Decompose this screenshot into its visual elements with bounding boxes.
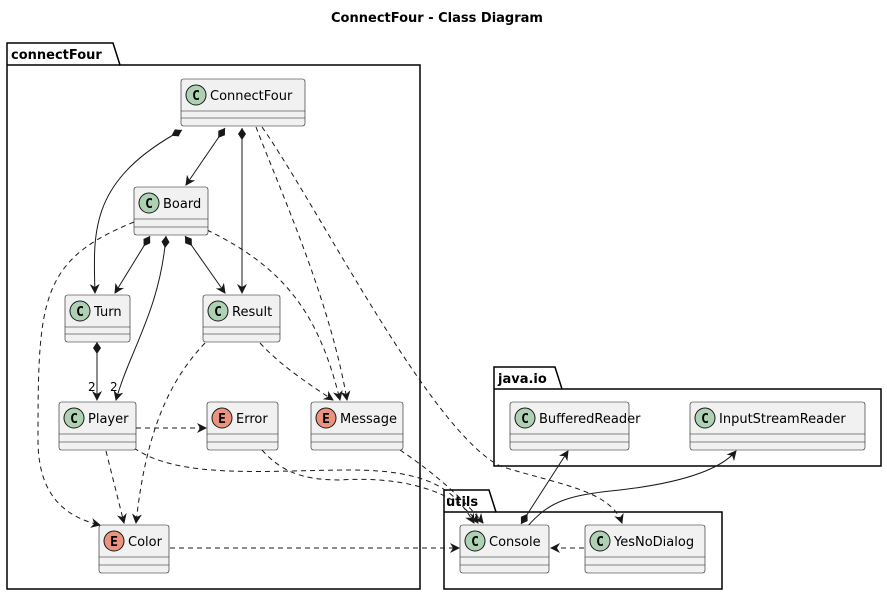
- class-board[interactable]: C Board: [133, 186, 209, 236]
- class-kind-player: C: [70, 412, 78, 427]
- class-name-turn: Turn: [93, 305, 122, 320]
- class-kind-message: E: [322, 412, 330, 427]
- class-circle-icon: [63, 407, 85, 429]
- class-name-result: Result: [232, 305, 272, 320]
- edges: [37, 126, 737, 553]
- edge-console-inputstreamreader: [526, 450, 737, 528]
- class-kind-result: C: [214, 305, 222, 320]
- edge-error-console: [261, 449, 479, 524]
- package-label-utils: utils: [446, 495, 478, 510]
- edge-board-player: [113, 235, 170, 401]
- edge-connectfour-message: [255, 126, 351, 401]
- class-inputstreamreader[interactable]: C InputStreamReader: [689, 401, 866, 451]
- multiplicity-board-player: 2: [110, 380, 118, 394]
- class-kind-board: C: [145, 197, 153, 212]
- class-name-connectfour: ConnectFour: [210, 89, 293, 104]
- class-circle-icon: [207, 300, 229, 322]
- class-circle-icon: [694, 407, 716, 429]
- class-name-console: Console: [489, 535, 541, 550]
- class-kind-color: E: [110, 535, 118, 550]
- class-kind-turn: C: [76, 305, 84, 320]
- class-circle-icon: [514, 407, 536, 429]
- edge-board-turn: [114, 235, 151, 294]
- class-bufferedreader[interactable]: C BufferedReader: [509, 401, 641, 451]
- class-name-color: Color: [128, 535, 163, 550]
- class-result[interactable]: C Result: [202, 294, 281, 343]
- class-name-bufferedreader: BufferedReader: [539, 412, 641, 427]
- enum-message[interactable]: E Message: [310, 401, 404, 451]
- class-circle-icon: [138, 192, 160, 214]
- class-yesnodialog[interactable]: C YesNoDialog: [584, 524, 706, 574]
- class-kind-bufferedreader: C: [521, 412, 529, 427]
- edge-result-message: [259, 342, 334, 401]
- class-kind-inputstreamreader: C: [701, 412, 709, 427]
- edge-connectfour-turn: [89, 129, 183, 294]
- enum-error[interactable]: E Error: [206, 401, 279, 451]
- diagram-title: ConnectFour - Class Diagram: [331, 11, 543, 26]
- class-circle-icon: [589, 530, 611, 552]
- class-turn[interactable]: C Turn: [64, 294, 131, 343]
- edge-connectfour-board: [185, 127, 226, 186]
- package-label-java-io: java.io: [497, 372, 547, 387]
- edge-player-console: [133, 447, 475, 524]
- package-label-connectfour: connectFour: [11, 48, 102, 63]
- class-kind-yesnodialog: C: [596, 535, 604, 550]
- class-circle-icon: [69, 300, 91, 322]
- class-name-message: Message: [340, 412, 397, 427]
- edge-player-color: [105, 450, 127, 524]
- class-name-player: Player: [88, 412, 129, 427]
- enum-circle-icon: [211, 407, 233, 429]
- enum-circle-icon: [103, 530, 125, 552]
- edge-board-color: [37, 221, 135, 528]
- class-circle-icon: [185, 84, 207, 106]
- class-connectfour[interactable]: C ConnectFour: [180, 78, 306, 127]
- class-kind-connectfour: C: [192, 89, 200, 104]
- multiplicity-turn-player: 2: [88, 380, 96, 394]
- package-connectfour: connectFour: [6, 42, 421, 590]
- enum-color[interactable]: E Color: [98, 524, 170, 574]
- class-player[interactable]: C Player: [58, 401, 137, 451]
- class-name-error: Error: [236, 412, 268, 427]
- class-kind-console: C: [471, 535, 479, 550]
- edge-result-color: [131, 342, 206, 524]
- class-kind-error: E: [218, 412, 226, 427]
- edge-board-result: [184, 235, 226, 294]
- edge-console-bufferedreader: [520, 450, 569, 525]
- edge-message-console: [399, 449, 484, 524]
- enum-circle-icon: [315, 407, 337, 429]
- class-console[interactable]: C Console: [459, 524, 550, 574]
- class-name-board: Board: [163, 197, 201, 212]
- class-circle-icon: [464, 530, 486, 552]
- class-name-inputstreamreader: InputStreamReader: [719, 412, 846, 427]
- class-name-yesnodialog: YesNoDialog: [613, 535, 694, 550]
- edge-connectfour-yesnodialog: [261, 126, 624, 524]
